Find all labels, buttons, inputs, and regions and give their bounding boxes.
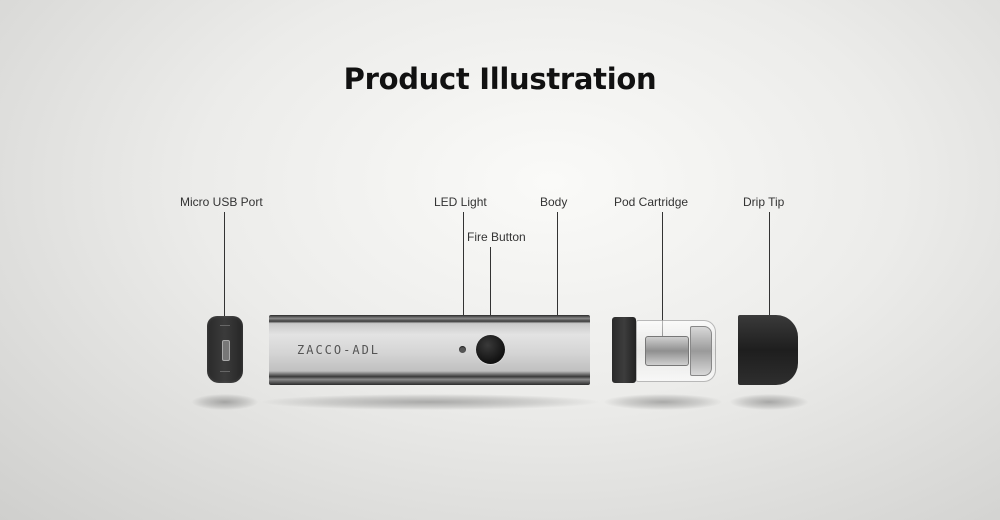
leader-led-light [463, 212, 464, 348]
cap-mark-bottom [220, 371, 230, 375]
label-drip-tip: Drip Tip [743, 195, 785, 209]
leader-drip-tip [769, 212, 770, 348]
pod-cartridge-base [612, 317, 636, 383]
label-led-light: LED Light [434, 195, 487, 209]
leader-pod-cartridge [662, 212, 663, 352]
label-micro-usb-port: Micro USB Port [180, 195, 263, 209]
pod-coil [645, 336, 689, 366]
shadow-pod [604, 394, 722, 410]
page-title: Product Illustration [343, 62, 657, 96]
drip-tip [738, 315, 798, 385]
label-fire-button: Fire Button [467, 230, 526, 244]
label-pod-cartridge: Pod Cartridge [614, 195, 689, 209]
shadow-drip-tip [730, 394, 808, 410]
label-body: Body [540, 195, 568, 209]
brand-logo: ZACCO-ADL [297, 343, 381, 357]
shadow-body [262, 394, 598, 410]
micro-usb-port [222, 340, 230, 361]
pod-cartridge-top [690, 326, 712, 376]
micro-usb-end-cap [207, 316, 243, 383]
cap-mark-top [220, 325, 230, 329]
leader-fire-button [490, 247, 491, 350]
leader-micro-usb-port [224, 212, 225, 350]
shadow-usb-cap [192, 394, 258, 410]
fire-button [476, 335, 505, 364]
device-body: ZACCO-ADL [269, 315, 590, 385]
led-light [459, 346, 466, 353]
leader-body [557, 212, 558, 352]
